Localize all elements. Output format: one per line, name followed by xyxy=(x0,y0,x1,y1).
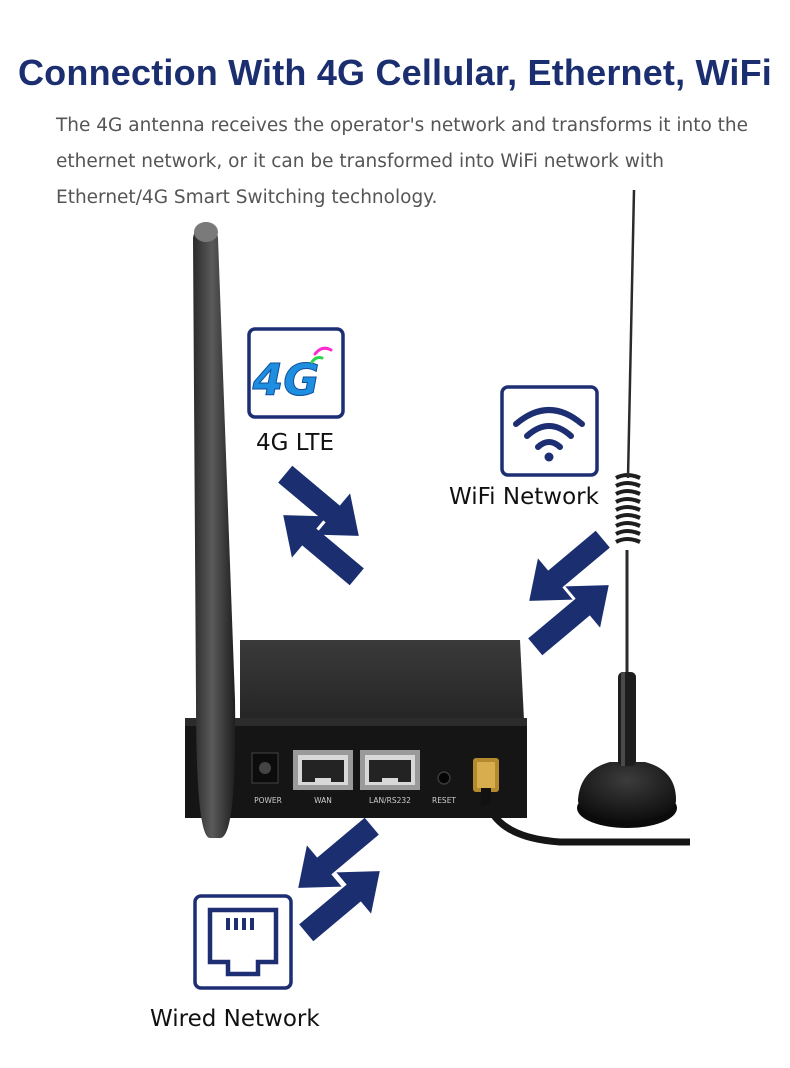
wifi-arrows xyxy=(511,518,627,668)
page-title: Connection With 4G Cellular, Ethernet, W… xyxy=(17,52,772,93)
signal-arc-green xyxy=(310,356,324,364)
wired-arrows xyxy=(280,805,398,954)
description: The 4G antenna receives the operator's n… xyxy=(56,108,756,216)
ethernet-port-icon xyxy=(207,907,279,977)
lte-arrows xyxy=(265,453,377,598)
power-port: POWER xyxy=(251,752,282,805)
description-line-1: The 4G antenna receives the operator's n… xyxy=(56,115,749,136)
wan-port: WAN xyxy=(293,750,353,805)
port-label-reset: RESET xyxy=(432,796,456,805)
wired-node xyxy=(193,894,293,990)
wired-label: Wired Network xyxy=(150,1006,320,1032)
lan-port: LAN/RS232 xyxy=(360,750,420,805)
antenna-coil xyxy=(615,473,641,544)
lte-label: 4G LTE xyxy=(256,430,334,456)
port-label-lan: LAN/RS232 xyxy=(369,796,411,805)
port-label-wan: WAN xyxy=(314,796,332,805)
router: POWER WAN LAN/RS232 RESET xyxy=(185,640,690,846)
magnetic-antenna xyxy=(577,189,677,828)
description-line-2: ethernet network, or it can be transform… xyxy=(56,151,664,172)
description-line-3: Ethernet/4G Smart Switching technology. xyxy=(56,187,438,208)
wifi-label: WiFi Network xyxy=(449,484,599,510)
port-label-power: POWER xyxy=(254,796,282,805)
lte-node: 4G xyxy=(247,327,345,419)
rubber-antenna xyxy=(193,222,236,838)
4g-icon: 4G xyxy=(252,355,320,406)
wifi-icon xyxy=(513,407,585,450)
sma-connector xyxy=(473,758,499,806)
wifi-node xyxy=(500,385,599,477)
reset-button: RESET xyxy=(432,771,456,805)
signal-arc-magenta xyxy=(313,346,333,356)
